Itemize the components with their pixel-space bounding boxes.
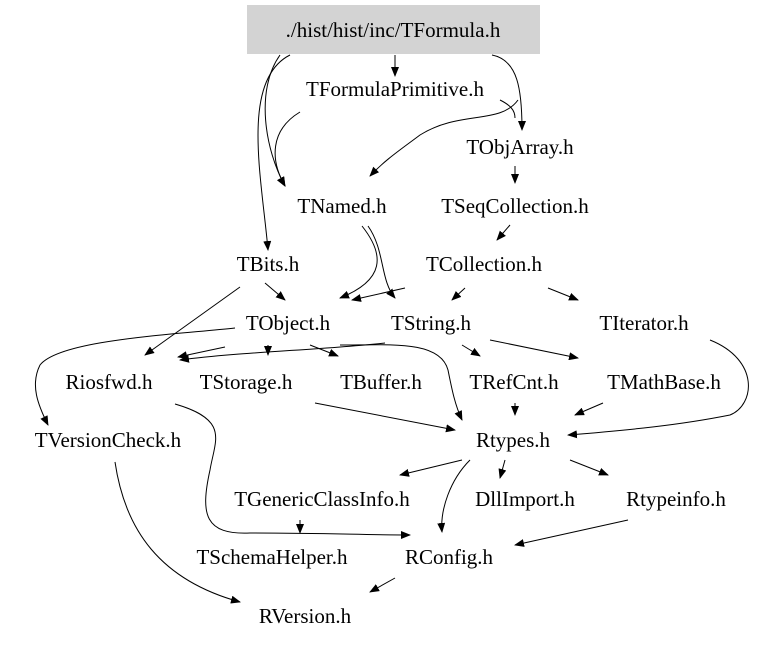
node-tbuffer[interactable]: TBuffer.h — [340, 370, 422, 394]
edge-tstorage-rtypes — [314, 402, 456, 433]
edge-rtypeinfo-rconfig — [514, 519, 629, 547]
edge-tstring-tmathbase — [489, 339, 579, 361]
edge-root-tobjarray — [491, 54, 526, 131]
edge-titerator-rtypes — [567, 339, 749, 439]
root-node-box — [247, 5, 540, 54]
node-rconfig[interactable]: RConfig.h — [405, 545, 494, 569]
edge-tformulaprimitive-tobjarray — [499, 99, 516, 119]
edge-rtypes-dllimport — [498, 459, 507, 479]
edge-root-tnamed — [264, 54, 286, 187]
node-tseqcollection[interactable]: TSeqCollection.h — [441, 194, 589, 218]
edge-rtypes-tgenericclassinfo — [399, 459, 463, 477]
edge-tcollection-tobject — [351, 287, 406, 302]
edge-tcollection-titerator — [547, 287, 579, 301]
node-tschemahelper[interactable]: TSchemaHelper.h — [196, 545, 348, 569]
edge-root-tnamed-right — [369, 99, 519, 177]
edge-tobject-tbuffer — [309, 344, 339, 357]
edges — [34, 54, 749, 604]
node-titerator[interactable]: TIterator.h — [599, 311, 689, 335]
node-rtypeinfo[interactable]: Rtypeinfo.h — [626, 487, 726, 511]
edge-tbits-tobject — [264, 282, 286, 301]
node-tbits[interactable]: TBits.h — [237, 252, 300, 276]
node-trefcnt[interactable]: TRefCnt.h — [469, 370, 559, 394]
edge-rtypes-rtypeinfo — [569, 459, 609, 476]
nodes: ./hist/hist/inc/TFormula.h TFormulaPrimi… — [35, 18, 727, 628]
node-riosfwd[interactable]: Riosfwd.h — [66, 370, 153, 394]
node-tversioncheck[interactable]: TVersionCheck.h — [35, 428, 182, 452]
edge-tstring-trefcnt — [461, 344, 481, 357]
edge-rconfig-rversion — [369, 577, 396, 593]
node-tobjarray[interactable]: TObjArray.h — [466, 135, 574, 159]
node-tcollection[interactable]: TCollection.h — [426, 252, 543, 276]
node-rversion[interactable]: RVersion.h — [259, 604, 352, 628]
edge-tbits-riosfwd — [144, 286, 241, 356]
node-tstorage[interactable]: TStorage.h — [200, 370, 293, 394]
node-tformulaprimitive[interactable]: TFormulaPrimitive.h — [306, 77, 484, 101]
node-tstring[interactable]: TString.h — [391, 311, 471, 335]
edge-tcollection-tstring — [451, 287, 466, 301]
node-rtypes[interactable]: Rtypes.h — [476, 428, 551, 452]
edge-tnamed-tobject — [339, 225, 378, 299]
edge-root-tbits — [257, 54, 291, 251]
edge-tobject-rtypes — [339, 344, 463, 421]
edge-tstring-riosfwd — [179, 342, 386, 363]
edge-rtypes-rconfig — [437, 459, 471, 533]
node-tobject[interactable]: TObject.h — [246, 311, 331, 335]
node-tnamed[interactable]: TNamed.h — [297, 194, 387, 218]
edge-tversioncheck-rversion — [114, 461, 241, 604]
node-dllimport[interactable]: DllImport.h — [475, 487, 575, 511]
node-root[interactable]: ./hist/hist/inc/TFormula.h — [286, 18, 501, 42]
edge-tnamed-tstring — [367, 225, 396, 299]
edge-tmathbase-rtypes — [574, 402, 604, 416]
edge-tformulaprimitive-tnamed — [274, 111, 301, 187]
edge-riosfwd-rconfig — [174, 403, 411, 539]
edge-tseqcollection-tcollection — [496, 224, 511, 241]
node-tmathbase[interactable]: TMathBase.h — [607, 370, 721, 394]
node-tgenericclassinfo[interactable]: TGenericClassInfo.h — [234, 487, 410, 511]
edge-tobject-tversioncheck — [34, 327, 236, 426]
